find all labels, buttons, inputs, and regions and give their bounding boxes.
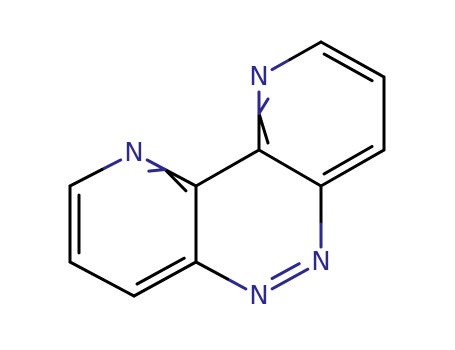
bond-c4-c5 — [319, 148, 386, 188]
bond-c8-n2-inner-half-b — [147, 168, 167, 173]
bond-n2-c9-half-b — [68, 168, 104, 188]
bond-c11-c7 — [132, 260, 198, 298]
bond-n3-n4-inner — [270, 262, 301, 280]
bond-c8-c6 — [194, 148, 261, 188]
bond-c5-c6 — [257, 148, 323, 188]
bond-c8-n2-half-a — [163, 168, 198, 188]
bond-n1-c2-half-b — [288, 40, 323, 61]
atom-label-n-top: N — [249, 62, 268, 92]
atom-label-layer: N N N N — [124, 62, 330, 311]
bond-c6-n1-inner-half-b — [257, 97, 270, 115]
bond-n4-c7-half-b — [194, 260, 229, 281]
bond-n2-c9-half-a — [100, 158, 123, 171]
bond-c10-c11 — [68, 260, 136, 298]
bond-n4-c7-half-a — [226, 277, 248, 291]
bond-c2-c3 — [319, 40, 386, 79]
bond-c11-c7-inner — [135, 256, 186, 286]
bond-c4-c5-inner — [322, 145, 374, 176]
atom-label-n-right: N — [311, 247, 330, 277]
bond-n1-c2-half-a — [270, 58, 292, 72]
bond-n3-n4 — [270, 267, 310, 291]
bond-c8-n2-inner-half-a — [163, 168, 188, 193]
bond-c2-c3-inner — [322, 52, 374, 83]
bond-layer — [68, 40, 386, 298]
atom-label-n-bottom: N — [249, 281, 268, 311]
bond-c8-n2-half-b — [145, 158, 167, 171]
atom-label-n-left: N — [124, 138, 143, 168]
bond-c6-n1-inner-half-a — [257, 112, 270, 145]
